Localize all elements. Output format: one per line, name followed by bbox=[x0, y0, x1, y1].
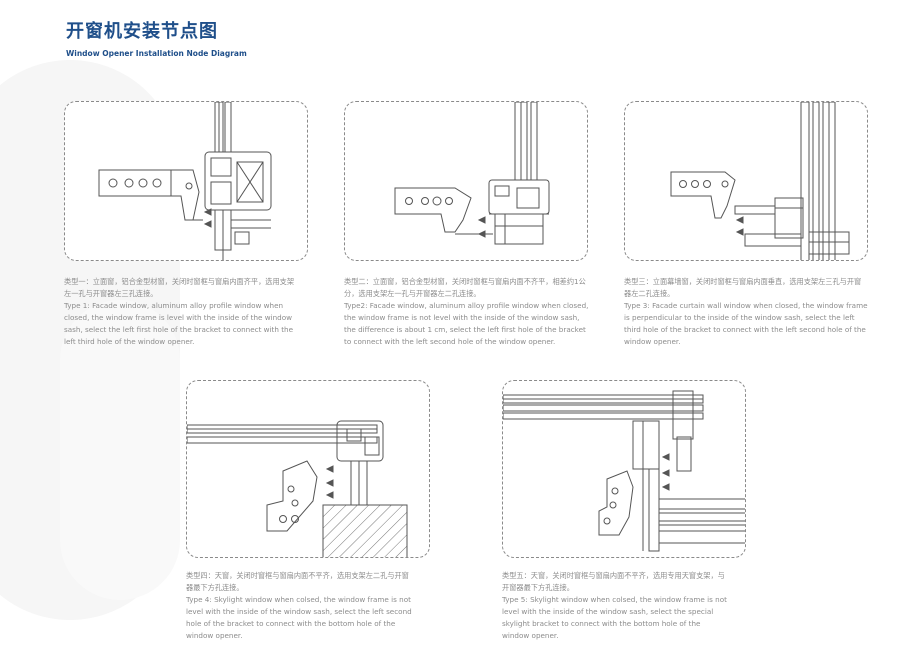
node-caption-5: 类型五：天窗，关闭时窗框与窗扇内面不平齐，选用专用天窗支架，与开窗器最下方孔连接… bbox=[502, 570, 728, 642]
node-type-1: 类型一：立面窗，铝合金型材窗，关闭时窗框与窗扇内面齐平，选用支架左一孔与开窗器左… bbox=[64, 101, 308, 371]
node-caption-en: Type 5: Skylight window when colsed, the… bbox=[502, 595, 727, 640]
node-type-4: 类型四：天窗，关闭时窗框与窗扇内面不平齐，选用支架左二孔与开窗器最下方孔连接。 … bbox=[186, 380, 434, 660]
node-caption-cn: 类型四：天窗，关闭时窗框与窗扇内面不平齐，选用支架左二孔与开窗器最下方孔连接。 bbox=[186, 571, 409, 592]
node-caption-cn: 类型二：立面窗，铝合金型材窗，关闭时窗框与窗扇内面不齐平，相差约1公分，选用支架… bbox=[344, 277, 586, 298]
page-subtitle: Window Opener Installation Node Diagram bbox=[66, 49, 247, 58]
node-caption-cn: 类型三：立面幕墙窗，关闭时窗框与窗扇内面垂直，选用支架左三孔与开窗器左二孔连接。 bbox=[624, 277, 862, 298]
node-diagram-2 bbox=[344, 101, 588, 261]
node-diagram-1 bbox=[64, 101, 308, 261]
node-caption-en: Type 3: Facade curtain wall window when … bbox=[624, 301, 868, 346]
node-caption-2: 类型二：立面窗，铝合金型材窗，关闭时窗框与窗扇内面不齐平，相差约1公分，选用支架… bbox=[344, 276, 592, 348]
node-diagram-4 bbox=[186, 380, 430, 558]
background-watermark-lower bbox=[60, 300, 180, 600]
node-caption-en: Type2: Facade window, aluminum alloy pro… bbox=[344, 301, 589, 346]
node-type-5: 类型五：天窗，关闭时窗框与窗扇内面不平齐，选用专用天窗支架，与开窗器最下方孔连接… bbox=[502, 380, 750, 660]
node-caption-3: 类型三：立面幕墙窗，关闭时窗框与窗扇内面垂直，选用支架左三孔与开窗器左二孔连接。… bbox=[624, 276, 868, 348]
node-caption-cn: 类型五：天窗，关闭时窗框与窗扇内面不平齐，选用专用天窗支架，与开窗器最下方孔连接… bbox=[502, 571, 725, 592]
node-diagram-5 bbox=[502, 380, 746, 558]
node-type-2: 类型二：立面窗，铝合金型材窗，关闭时窗框与窗扇内面不齐平，相差约1公分，选用支架… bbox=[344, 101, 588, 371]
node-caption-1: 类型一：立面窗，铝合金型材窗，关闭时窗框与窗扇内面齐平，选用支架左一孔与开窗器左… bbox=[64, 276, 300, 348]
node-diagram-3 bbox=[624, 101, 868, 261]
page-title: 开窗机安装节点图 bbox=[66, 21, 218, 42]
node-caption-cn: 类型一：立面窗，铝合金型材窗，关闭时窗框与窗扇内面齐平，选用支架左一孔与开窗器左… bbox=[64, 277, 295, 298]
node-type-3: 类型三：立面幕墙窗，关闭时窗框与窗扇内面垂直，选用支架左三孔与开窗器左二孔连接。… bbox=[624, 101, 868, 371]
node-caption-en: Type 4: Skylight window when colsed, the… bbox=[186, 595, 412, 640]
node-caption-4: 类型四：天窗，关闭时窗框与窗扇内面不平齐，选用支架左二孔与开窗器最下方孔连接。 … bbox=[186, 570, 414, 642]
node-caption-en: Type 1: Facade window, aluminum alloy pr… bbox=[64, 301, 294, 346]
